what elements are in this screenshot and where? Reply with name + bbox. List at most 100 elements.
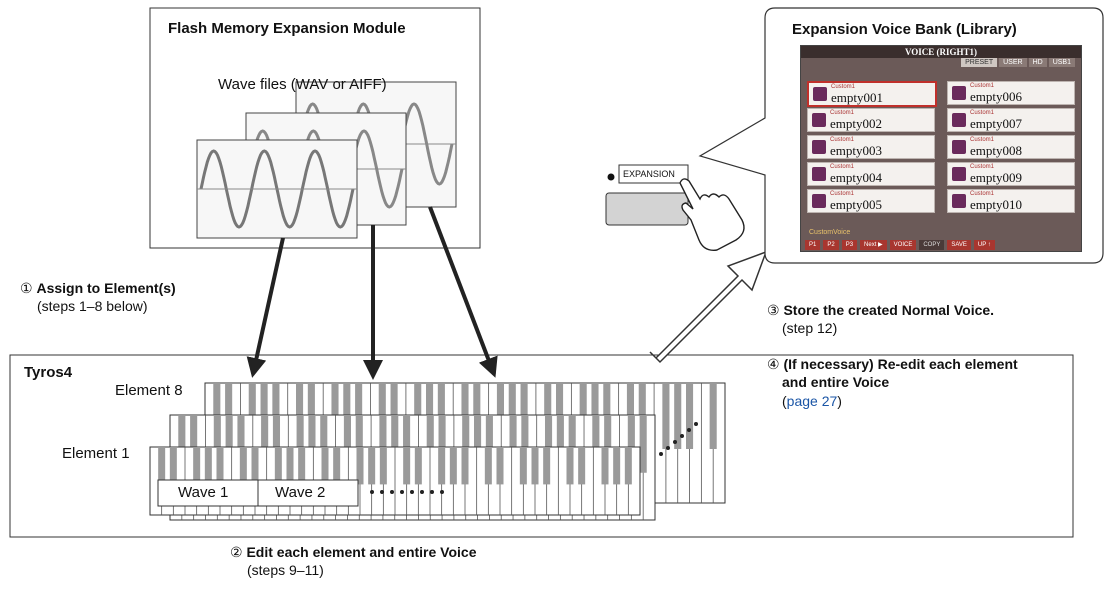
screen-tabs: PRESET USER HD USB1 <box>961 58 1075 67</box>
step-4-title-line2: and entire Voice <box>782 374 890 390</box>
step-2-heading: ② Edit each element and entire Voice <box>230 544 477 561</box>
black-key <box>343 415 351 473</box>
black-key <box>426 415 434 473</box>
step-2-sub: (steps 9–11) <box>247 562 324 578</box>
step-4-heading: ④ (If necessary) Re-edit each element <box>767 356 1018 373</box>
black-key <box>403 415 411 473</box>
voice-icon <box>952 140 966 154</box>
voice-icon <box>952 194 966 208</box>
page-button-p1[interactable]: P1 <box>805 240 821 250</box>
black-key <box>544 415 553 473</box>
step-1-title: Assign to Element(s) <box>36 280 176 296</box>
tab-usb1[interactable]: USB1 <box>1048 58 1075 67</box>
pointing-hand-icon <box>679 178 745 251</box>
black-key <box>296 415 304 473</box>
page-button-p2[interactable]: P2 <box>823 240 839 250</box>
black-key <box>624 447 632 485</box>
step-1-number: ① <box>20 280 33 296</box>
ellipsis-dots-diagonal <box>659 422 698 456</box>
black-key <box>556 415 564 473</box>
black-key <box>578 447 586 485</box>
voice-icon <box>813 87 827 101</box>
black-key <box>438 415 446 473</box>
black-key <box>216 447 224 485</box>
black-key <box>438 447 446 485</box>
copy-button[interactable]: COPY <box>919 240 945 250</box>
black-key <box>356 447 364 485</box>
next-button[interactable]: Next ▶ <box>860 240 887 250</box>
voice-screen: VOICE (RIGHT1) PRESET USER HD USB1 Custo… <box>800 45 1082 252</box>
expansion-led <box>607 173 615 181</box>
black-key <box>225 415 233 473</box>
step-3-sub: (step 12) <box>782 320 838 336</box>
black-key <box>627 415 635 473</box>
ellipsis-dots-horizontal <box>370 490 444 494</box>
voice-icon <box>812 140 826 154</box>
paren-close: ) <box>837 393 842 409</box>
tab-user[interactable]: USER <box>999 58 1027 67</box>
voice-icon <box>812 167 826 181</box>
tab-preset[interactable]: PRESET <box>961 58 998 67</box>
black-key <box>601 447 609 485</box>
step-3-title: Store the created Normal Voice. <box>783 302 995 318</box>
black-key <box>639 415 647 473</box>
step-4-number: ④ <box>767 356 780 372</box>
expansion-button-label: EXPANSION <box>623 169 675 179</box>
expansion-button-label-frame <box>618 164 689 184</box>
voice-icon <box>952 113 966 127</box>
element-8-label: Element 8 <box>115 382 183 399</box>
black-key <box>320 415 328 473</box>
step-4-title-line1: (If necessary) Re-edit each element <box>783 356 1018 372</box>
black-key <box>485 415 493 473</box>
up-button[interactable]: UP ↑ <box>973 240 995 250</box>
black-key <box>484 447 492 485</box>
step-4-page-ref: (page 27) <box>782 393 842 409</box>
black-key <box>403 447 411 485</box>
expansion-button[interactable] <box>605 192 689 226</box>
black-key <box>604 415 612 473</box>
page-link[interactable]: page 27 <box>786 393 838 409</box>
black-key <box>686 383 694 449</box>
black-key <box>521 415 529 473</box>
black-key <box>662 383 670 449</box>
black-key <box>592 415 600 473</box>
black-key <box>531 447 539 485</box>
black-key <box>391 415 399 473</box>
black-key <box>190 415 198 473</box>
tab-hd[interactable]: HD <box>1028 58 1047 67</box>
library-title: Expansion Voice Bank (Library) <box>792 21 1017 38</box>
black-key <box>519 447 527 485</box>
step-2-number: ② <box>230 544 243 560</box>
black-key <box>543 447 551 485</box>
black-key <box>674 383 682 449</box>
save-button[interactable]: SAVE <box>947 240 971 250</box>
voice-icon <box>812 194 826 208</box>
step-3-number: ③ <box>767 302 780 318</box>
assign-arrow-3 <box>428 206 498 378</box>
black-key <box>213 415 221 473</box>
wave-files-label: Wave files (WAV or AIFF) <box>218 76 387 93</box>
element-1-label: Element 1 <box>62 445 130 462</box>
voice-icon <box>812 113 826 127</box>
black-key <box>566 447 574 485</box>
black-key <box>474 415 482 473</box>
tyros-title: Tyros4 <box>24 364 73 381</box>
black-key <box>379 415 387 473</box>
page-button-p3[interactable]: P3 <box>841 240 858 250</box>
black-key <box>158 447 166 485</box>
folder-label[interactable]: CustomVoice <box>809 229 851 236</box>
store-arrow <box>649 250 768 364</box>
black-key <box>239 447 247 485</box>
voice-button[interactable]: VOICE <box>889 240 917 250</box>
